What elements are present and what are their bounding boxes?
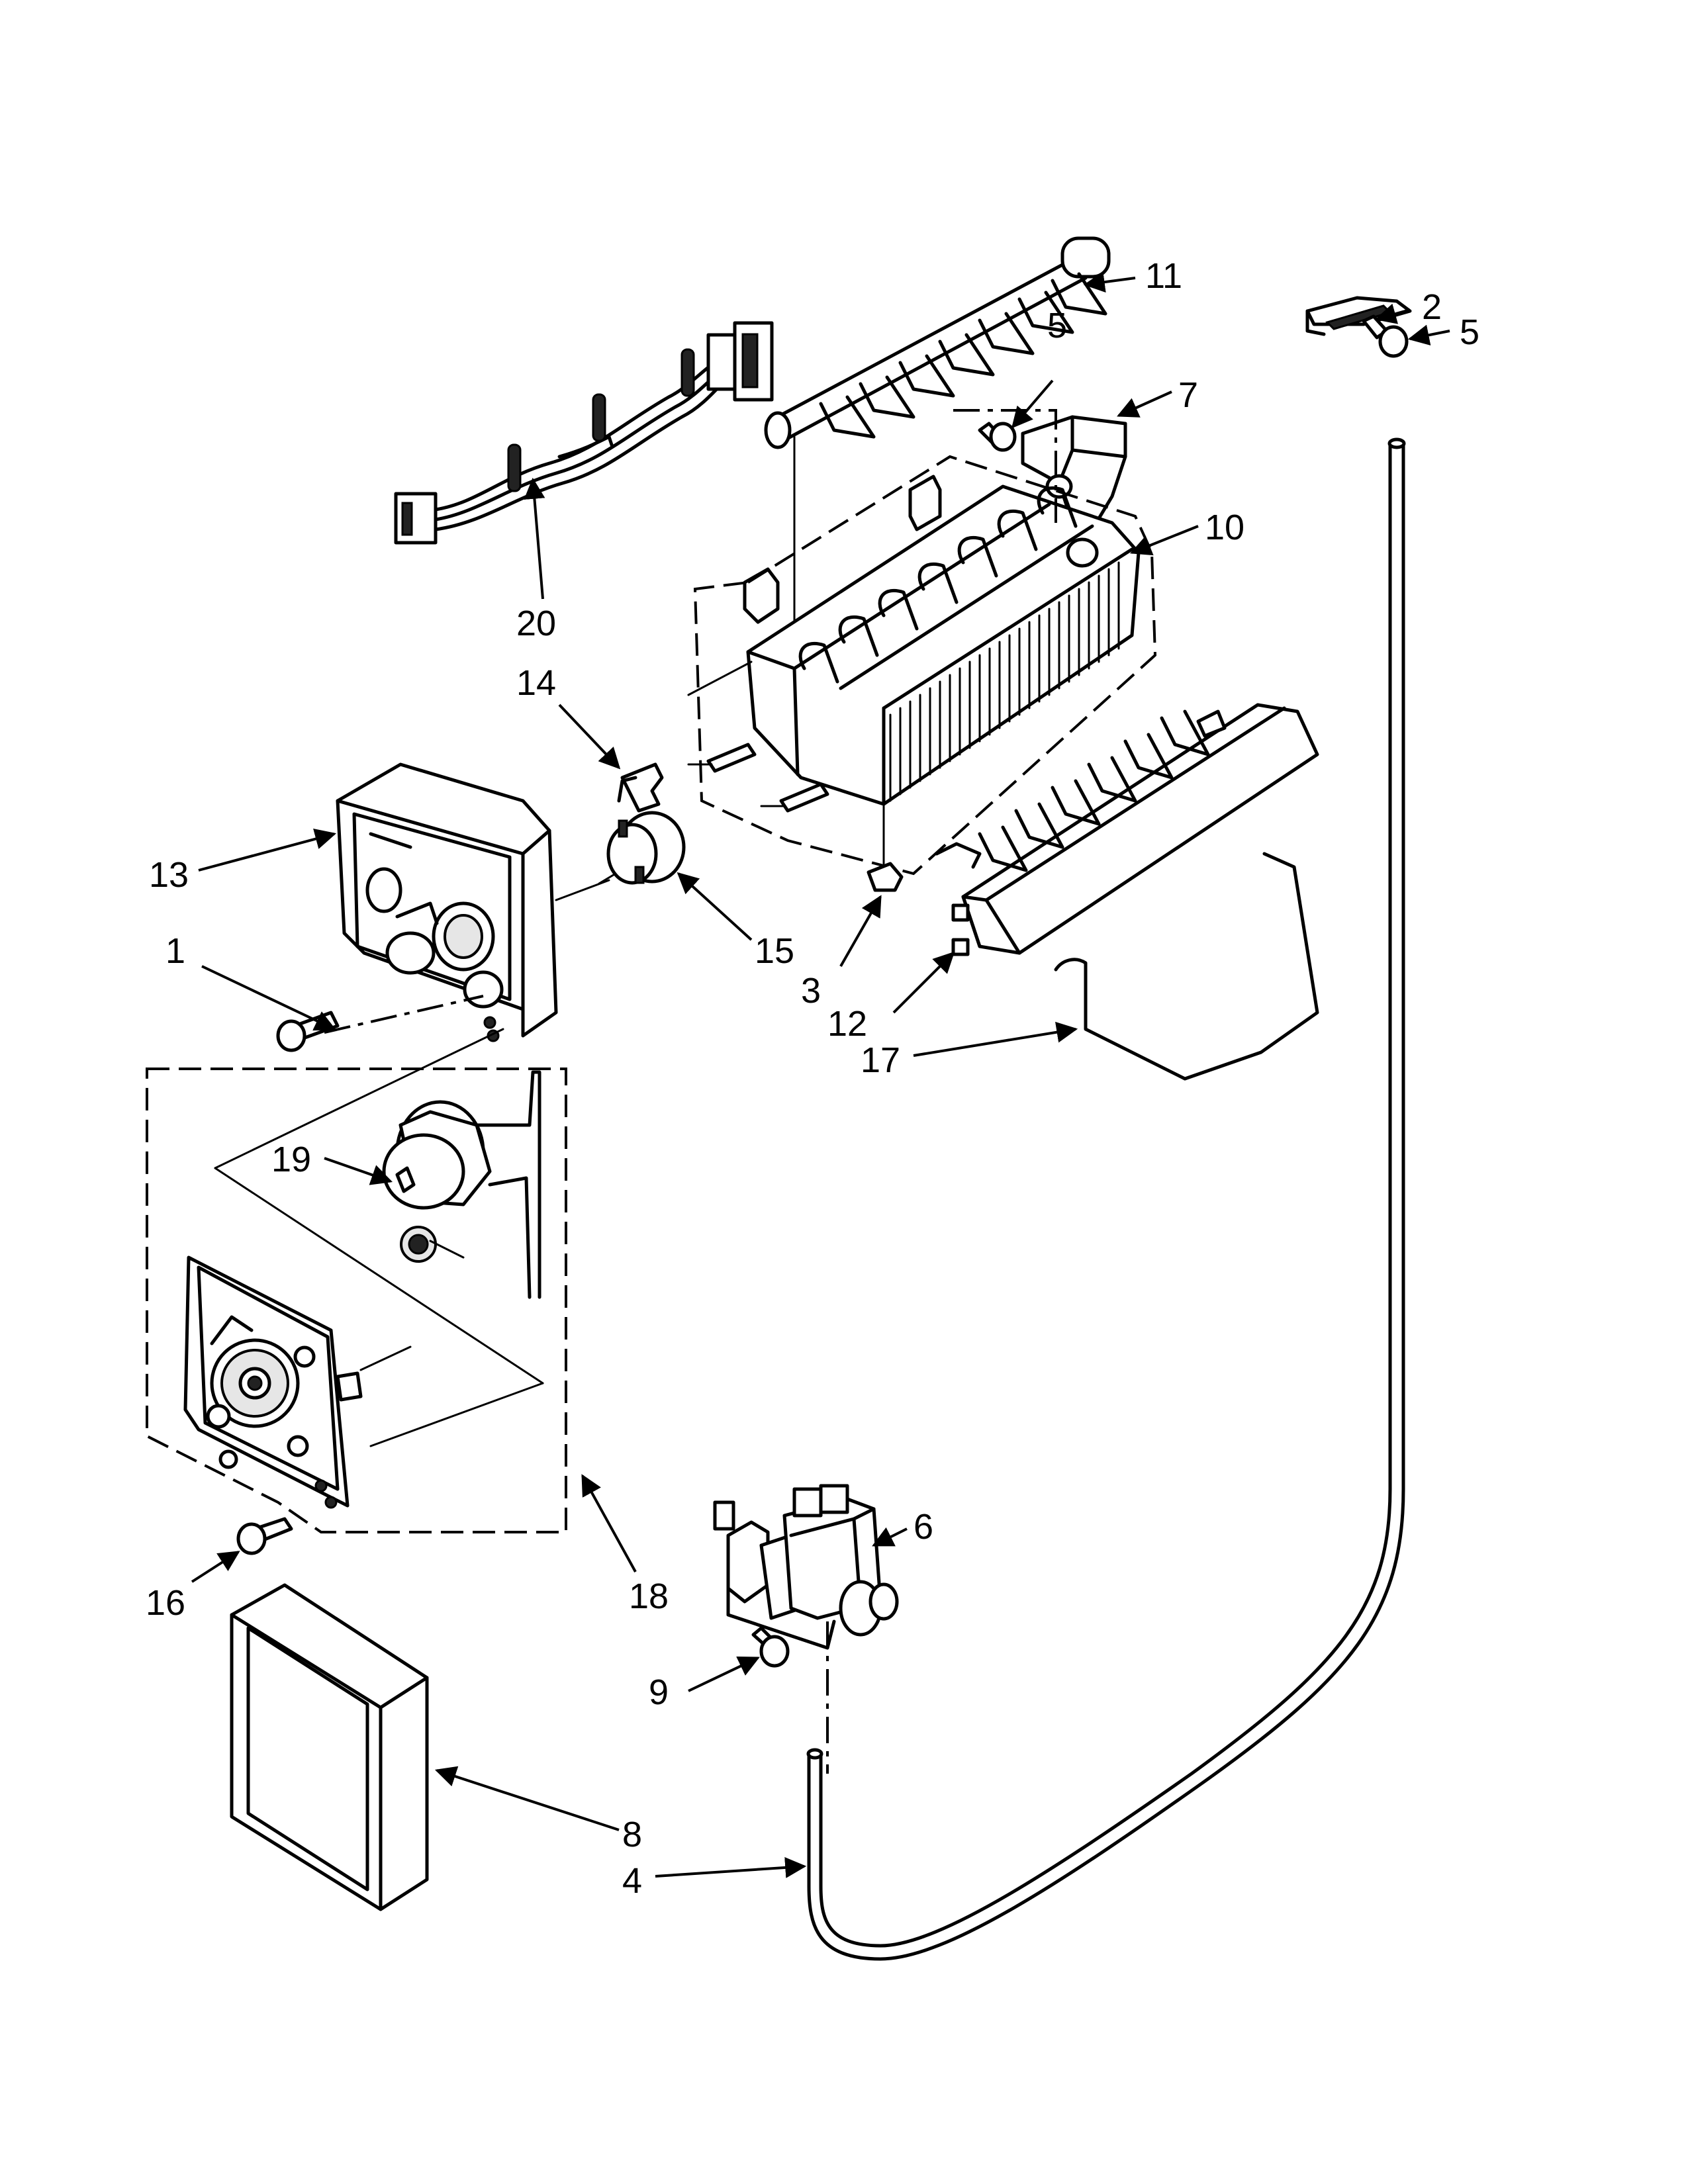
callout-1: 1 [165, 931, 185, 971]
ejector[interactable] [764, 236, 1111, 627]
callout-7: 7 [1178, 375, 1198, 415]
callout-19: 19 [271, 1140, 311, 1179]
fill-tube[interactable] [806, 437, 1406, 1961]
clip[interactable] [867, 803, 904, 892]
callout-5-cup: 5 [1047, 306, 1067, 345]
motor-assembly-outline [146, 1068, 567, 1533]
leader-lines [191, 271, 1450, 1878]
callout-2: 2 [1422, 287, 1442, 327]
callout-14: 14 [516, 663, 556, 703]
callout-20: 20 [516, 604, 556, 643]
motor[interactable] [382, 1070, 541, 1299]
mold[interactable] [687, 475, 1141, 813]
screw-valve[interactable] [751, 1626, 790, 1668]
callout-5-right: 5 [1460, 312, 1479, 352]
fill-cup[interactable] [1021, 415, 1127, 531]
callout-15: 15 [755, 931, 794, 971]
mold-assembly-outline [693, 455, 1157, 876]
screw-right[interactable] [1362, 314, 1409, 358]
cup-guide-line [953, 409, 1057, 523]
callout-17: 17 [861, 1040, 900, 1080]
wire-harness[interactable] [394, 321, 774, 545]
callout-8: 8 [622, 1815, 642, 1854]
callout-13: 13 [149, 855, 189, 895]
callout-12: 12 [827, 1004, 867, 1044]
stripper[interactable] [935, 703, 1319, 956]
thermostat[interactable] [598, 811, 686, 885]
thermostat-clip[interactable] [617, 762, 664, 813]
callout-3: 3 [801, 971, 821, 1011]
callout-11: 11 [1145, 256, 1182, 296]
callout-10: 10 [1205, 508, 1244, 547]
cover[interactable] [230, 1583, 429, 1911]
housing[interactable] [336, 762, 610, 1042]
module[interactable] [183, 1255, 412, 1509]
callout-18: 18 [629, 1576, 669, 1616]
screw-cup[interactable] [978, 422, 1017, 452]
callout-6: 6 [914, 1507, 933, 1547]
water-valve[interactable] [713, 1484, 899, 1650]
callout-labels: 11 2 5 5 7 10 20 14 15 3 12 17 13 1 19 1… [146, 256, 1479, 1901]
callout-4: 4 [622, 1861, 642, 1901]
screw-module[interactable] [236, 1517, 293, 1555]
screw-guide-line [324, 995, 484, 1034]
callout-16: 16 [146, 1583, 185, 1623]
shutoff-arm[interactable] [1054, 852, 1319, 1081]
callout-9: 9 [649, 1672, 669, 1712]
